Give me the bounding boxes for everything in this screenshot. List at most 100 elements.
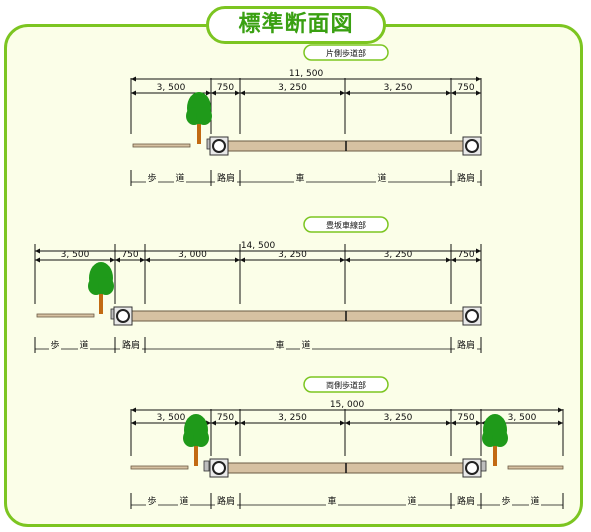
segment-width-label: 750 bbox=[457, 250, 474, 260]
zone-label: 道 bbox=[407, 495, 416, 507]
segment-width-label: 3, 250 bbox=[384, 83, 413, 93]
page-title: 標準断面図 bbox=[206, 6, 386, 44]
segment-width-label: 3, 000 bbox=[178, 250, 207, 260]
dimension-arrow bbox=[206, 420, 211, 426]
tree-crown bbox=[98, 277, 114, 295]
dimension-arrow bbox=[235, 257, 240, 263]
dimension-arrow bbox=[235, 90, 240, 96]
dimension-arrow bbox=[206, 90, 211, 96]
dimension-arrow bbox=[476, 257, 481, 263]
section-tag: 豊坂車線部 bbox=[303, 216, 389, 233]
culvert-pipe bbox=[465, 139, 479, 153]
drain-culvert-icon bbox=[209, 136, 229, 156]
curb-icon bbox=[203, 460, 210, 472]
zone-label-bg bbox=[178, 495, 190, 507]
dimension-arrow bbox=[35, 248, 40, 254]
dimension-arrow bbox=[131, 420, 136, 426]
zone-label: 道 bbox=[79, 339, 88, 351]
dimension-arrow bbox=[235, 420, 240, 426]
dimension-arrow bbox=[345, 420, 350, 426]
zone-label: 歩 bbox=[147, 495, 156, 507]
zone-label: 道 bbox=[175, 172, 184, 184]
roadway-slab bbox=[120, 310, 476, 322]
zone-label: 歩 bbox=[501, 495, 510, 507]
dimension-arrow bbox=[115, 257, 120, 263]
dimension-arrow bbox=[340, 257, 345, 263]
dimension-arrow bbox=[451, 257, 456, 263]
sidewalk-slab bbox=[507, 465, 564, 470]
segment-width-label: 750 bbox=[121, 250, 138, 260]
zone-label: 車 bbox=[295, 172, 304, 184]
zone-label-bg bbox=[215, 172, 237, 184]
zone-label-bg bbox=[146, 495, 158, 507]
dimension-arrow bbox=[476, 90, 481, 96]
dimension-arrow bbox=[140, 257, 145, 263]
section-tag-label: 豊坂車線部 bbox=[326, 220, 366, 230]
dimension-arrow bbox=[340, 420, 345, 426]
total-width-label: 11, 500 bbox=[289, 69, 324, 79]
dimension-arrow bbox=[240, 420, 245, 426]
zone-label-bg bbox=[78, 339, 90, 351]
zone-label: 車 bbox=[275, 339, 284, 351]
total-width-label: 15, 000 bbox=[330, 400, 365, 410]
zone-label-bg bbox=[294, 172, 306, 184]
segment-width-label: 750 bbox=[457, 413, 474, 423]
zone-label-bg bbox=[455, 495, 477, 507]
section-tag-pill bbox=[303, 376, 389, 393]
dimension-arrow bbox=[446, 257, 451, 263]
section-tag-pill bbox=[303, 44, 389, 61]
tree-trunk bbox=[194, 444, 198, 466]
zone-label-bg bbox=[529, 495, 541, 507]
dimension-arrow bbox=[476, 420, 481, 426]
dimension-arrow bbox=[451, 90, 456, 96]
zone-label: 路肩 bbox=[457, 495, 475, 507]
culvert-pipe bbox=[212, 461, 226, 475]
zone-label-bg bbox=[274, 339, 286, 351]
zone-label: 車 bbox=[327, 495, 336, 507]
section-tag: 両側歩道部 bbox=[303, 376, 389, 393]
dimension-arrow bbox=[131, 76, 136, 82]
tree-icon bbox=[482, 414, 508, 466]
dimension-arrow bbox=[35, 257, 40, 263]
culvert-pipe bbox=[465, 309, 479, 323]
culvert-pipe bbox=[212, 139, 226, 153]
segment-width-label: 3, 250 bbox=[384, 413, 413, 423]
segment-width-label: 3, 500 bbox=[157, 413, 186, 423]
drain-culvert-icon bbox=[209, 458, 229, 478]
segment-width-label: 3, 250 bbox=[384, 250, 413, 260]
dimension-arrow bbox=[476, 76, 481, 82]
dimension-arrow bbox=[131, 407, 136, 413]
zone-label-bg bbox=[174, 172, 186, 184]
zone-label: 道 bbox=[179, 495, 188, 507]
dimension-arrow bbox=[345, 90, 350, 96]
zone-label-bg bbox=[49, 339, 61, 351]
drain-culvert-icon bbox=[462, 306, 482, 326]
sidewalk-slab bbox=[130, 465, 189, 470]
tree-trunk bbox=[493, 444, 497, 466]
zone-label-bg bbox=[146, 172, 158, 184]
zone-label: 歩 bbox=[50, 339, 59, 351]
tree-crown bbox=[196, 107, 212, 125]
curb-icon bbox=[480, 460, 487, 472]
section-tag: 片側歩道部 bbox=[303, 44, 389, 61]
zone-label-bg bbox=[455, 172, 477, 184]
segment-width-label: 3, 500 bbox=[61, 250, 90, 260]
segment-width-label: 3, 250 bbox=[278, 83, 307, 93]
dimension-arrow bbox=[131, 90, 136, 96]
dimension-arrow bbox=[476, 248, 481, 254]
zone-label-bg bbox=[120, 339, 142, 351]
tree-crown bbox=[193, 429, 209, 447]
section-tag-label: 片側歩道部 bbox=[326, 48, 366, 58]
zone-label: 路肩 bbox=[457, 172, 475, 184]
zone-label-bg bbox=[326, 495, 338, 507]
segment-width-label: 750 bbox=[217, 83, 234, 93]
drain-culvert-icon bbox=[462, 458, 482, 478]
total-width-label: 14, 500 bbox=[241, 241, 276, 251]
dimension-arrow bbox=[558, 407, 563, 413]
zone-label-bg bbox=[376, 172, 388, 184]
dimension-arrow bbox=[451, 420, 456, 426]
